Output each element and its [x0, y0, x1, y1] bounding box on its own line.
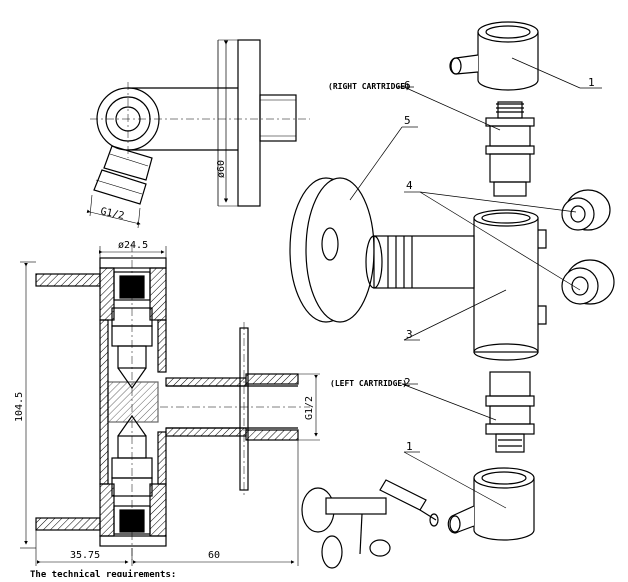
- section-right-width-label: 60: [208, 550, 220, 561]
- section-left-width-label: 35.75: [70, 550, 100, 561]
- top-view: [86, 39, 310, 229]
- handle-bottom: [447, 467, 535, 541]
- leader-lines: [349, 57, 602, 509]
- section-top-diameter-label: ø24.5: [118, 240, 148, 251]
- top-view-pipe: [259, 94, 297, 142]
- technical-requirements-heading: The technical requirements:: [30, 569, 176, 577]
- cartridge-left: [485, 371, 535, 453]
- assembled-product: [301, 479, 439, 569]
- outlet-fittings: [561, 189, 615, 305]
- part-number-handle-top: 1: [588, 76, 595, 89]
- valve-body: [365, 209, 547, 361]
- part-number-handle-bottom: 1: [406, 440, 413, 453]
- section-thread-label: G1/2: [304, 396, 315, 420]
- flange-disc: [289, 177, 375, 323]
- section-height-label: 104.5: [14, 392, 25, 422]
- top-view-diameter-label: ø60: [216, 160, 227, 178]
- handle-top: [449, 21, 539, 91]
- cartridge-right: [485, 101, 535, 197]
- part-number-outlets: 4: [406, 179, 413, 192]
- top-view-flange: [237, 39, 261, 207]
- right-cartridge-label: (RIGHT CARTRIDGE): [328, 82, 410, 91]
- part-number-cartridge-left: 2: [404, 376, 411, 389]
- section-view: [20, 244, 320, 566]
- top-view-thread-label: G1/2: [99, 206, 125, 222]
- part-number-cartridge-right: 6: [404, 79, 411, 92]
- part-number-body: 3: [406, 328, 413, 341]
- exploded-view: [289, 21, 615, 569]
- part-number-flange: 5: [404, 114, 411, 127]
- left-cartridge-label: (LEFT CARTRIDGE): [330, 379, 407, 388]
